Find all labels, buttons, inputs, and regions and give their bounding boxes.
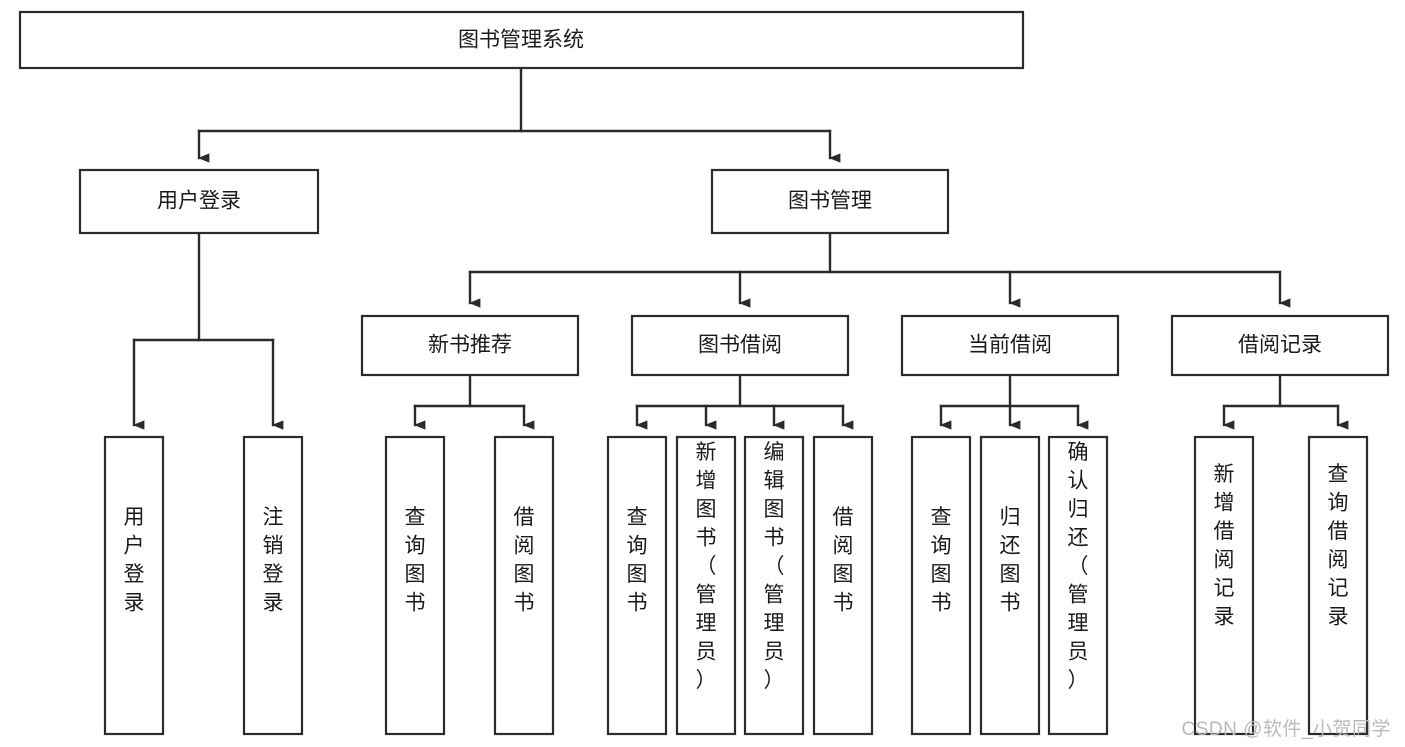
leaf-query-book-current-box	[910, 435, 972, 736]
node-current-borrow[interactable]: 当前借阅	[900, 314, 1120, 377]
node-book-management-label: 图书管理	[788, 190, 872, 213]
leaf-confirm-return-admin-box	[1047, 435, 1109, 736]
leaf-edit-book-admin-label: 编辑图书（管理员）	[764, 441, 785, 692]
node-borrow-records[interactable]: 借阅记录	[1170, 314, 1390, 377]
leaf-query-book-borrow-label: 查询图书	[627, 506, 648, 615]
leaf-confirm-return-admin-label: 确认归还（管理员）	[1068, 441, 1089, 692]
leaf-logout-label: 注销登录	[263, 506, 284, 615]
leaf-return-book-label: 归还图书	[1000, 506, 1021, 615]
node-new-book-recommend[interactable]: 新书推荐	[360, 314, 580, 377]
leaf-logout[interactable]: 注销登录	[242, 435, 304, 736]
leaf-edit-book-admin[interactable]: 编辑图书（管理员）	[743, 435, 805, 736]
leaf-query-book-recommend-label: 查询图书	[405, 506, 426, 615]
node-book-management-box	[710, 168, 950, 235]
leaf-borrow-book-recommend-label: 借阅图书	[514, 506, 535, 615]
leaf-query-book-recommend[interactable]: 查询图书	[384, 435, 446, 736]
node-user-login[interactable]: 用户登录	[78, 168, 320, 235]
leaf-query-borrow-record[interactable]: 查询借阅记录	[1307, 435, 1369, 736]
node-book-borrow-label: 图书借阅	[698, 334, 782, 357]
csdn-watermark: CSDN @软件_小贺同学	[1181, 719, 1391, 740]
leaf-add-borrow-record-box	[1193, 435, 1255, 736]
node-new-book-recommend-box	[360, 314, 580, 377]
leaf-user-login-label: 用户登录	[124, 506, 145, 615]
leaf-add-book-admin[interactable]: 新增图书（管理员）	[675, 435, 737, 736]
leaf-borrow-book-borrow-box	[812, 435, 874, 736]
node-root-system[interactable]: 图书管理系统	[18, 10, 1025, 70]
leaf-user-login[interactable]: 用户登录	[103, 435, 165, 736]
leaf-query-book-recommend-box	[384, 435, 446, 736]
node-borrow-records-label: 借阅记录	[1238, 334, 1322, 357]
leaf-borrow-book-borrow-label: 借阅图书	[833, 506, 854, 615]
node-root-box	[18, 10, 1025, 70]
leaf-add-book-admin-box	[675, 435, 737, 736]
leaf-edit-book-admin-box	[743, 435, 805, 736]
node-book-management[interactable]: 图书管理	[710, 168, 950, 235]
connector-layer	[132, 66, 1349, 430]
leaf-add-borrow-record-label: 新增借阅记录	[1214, 463, 1235, 629]
leaf-borrow-book-borrow[interactable]: 借阅图书	[812, 435, 874, 736]
node-current-borrow-label: 当前借阅	[968, 334, 1052, 357]
node-user-login-label: 用户登录	[157, 190, 241, 213]
leaf-add-borrow-record[interactable]: 新增借阅记录	[1193, 435, 1255, 736]
leaf-return-book[interactable]: 归还图书	[979, 435, 1041, 736]
leaf-query-book-current-label: 查询图书	[931, 506, 952, 615]
node-current-borrow-box	[900, 314, 1120, 377]
node-user-login-box	[78, 168, 320, 235]
leaf-query-book-borrow-box	[606, 435, 668, 736]
leaf-logout-box	[242, 435, 304, 736]
leaf-borrow-book-recommend-box	[493, 435, 555, 736]
node-borrow-records-box	[1170, 314, 1390, 377]
node-new-book-recommend-label: 新书推荐	[428, 334, 512, 357]
node-book-borrow[interactable]: 图书借阅	[630, 314, 850, 377]
node-root-label: 图书管理系统	[458, 29, 584, 52]
leaf-query-borrow-record-label: 查询借阅记录	[1328, 463, 1349, 629]
leaf-borrow-book-recommend[interactable]: 借阅图书	[493, 435, 555, 736]
leaf-return-book-box	[979, 435, 1041, 736]
leaf-query-borrow-record-box	[1307, 435, 1369, 736]
leaf-query-book-current[interactable]: 查询图书	[910, 435, 972, 736]
leaf-confirm-return-admin[interactable]: 确认归还（管理员）	[1047, 435, 1109, 736]
node-book-borrow-box	[630, 314, 850, 377]
leaf-query-book-borrow[interactable]: 查询图书	[606, 435, 668, 736]
leaf-add-book-admin-label: 新增图书（管理员）	[696, 441, 717, 692]
leaf-user-login-box	[103, 435, 165, 736]
